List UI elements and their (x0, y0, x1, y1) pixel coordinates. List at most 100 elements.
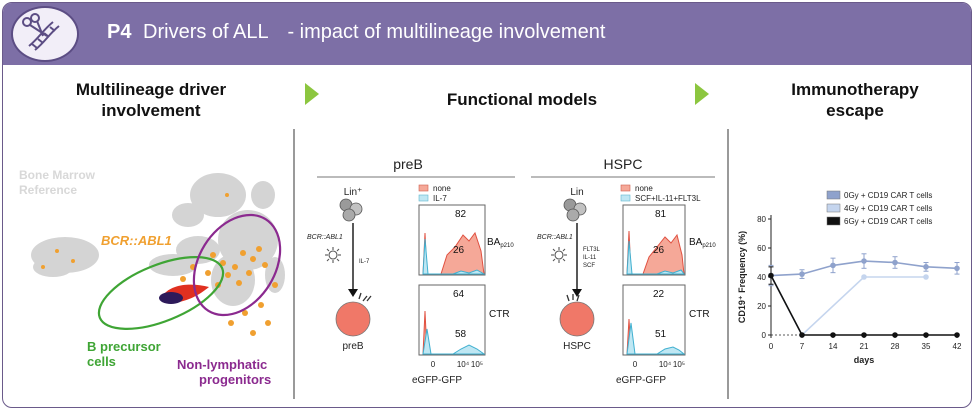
title-line: involvement (101, 101, 201, 120)
nonlymphatic-label: Non-lymphatic (177, 357, 267, 372)
data-point (892, 332, 898, 338)
bprecursor-label: cells (87, 354, 116, 369)
preb-cell-icon (335, 301, 371, 337)
percent-value: 58 (455, 329, 467, 340)
hspc-model: HSPC Lin BCR::ABL1 FLT3L IL-11 SCF HSPC (531, 156, 716, 386)
data-point (954, 332, 960, 338)
cell-label: Lin (570, 187, 583, 198)
tick-label: 0 (431, 360, 436, 369)
data-point (830, 332, 836, 338)
cell-icon (566, 208, 580, 222)
data-point (861, 258, 867, 264)
data-point (830, 262, 836, 269)
percent-value: 81 (655, 209, 667, 220)
chart-series (768, 253, 960, 338)
legend-label: 4Gy + CD19 CAR T cells (844, 204, 932, 213)
arrow-right-icon (305, 83, 319, 105)
arrow-right-icon (695, 83, 709, 105)
condition-label: BAp210 (487, 237, 514, 249)
legend-none: none (433, 184, 451, 193)
panel-subtitle: - impact of multilineage involvement (287, 21, 606, 43)
data-point (923, 332, 929, 338)
tick-label: 10⁵ (471, 360, 483, 369)
cell-label: HSPC (563, 341, 591, 352)
data-point (799, 271, 805, 277)
cell-icon (342, 208, 356, 222)
legend-cytokine: IL-7 (433, 194, 447, 203)
title-line: escape (826, 101, 884, 120)
tick-label: 10⁴ (457, 360, 470, 369)
virus-icon (325, 247, 341, 263)
title-line: Multilineage driver (75, 80, 227, 99)
tick-label: 10⁵ (673, 360, 685, 369)
series-line (770, 275, 957, 336)
divider (727, 129, 729, 399)
y-tick-label: 20 (757, 302, 766, 311)
preb-model: preB Lin⁺ BCR::ABL1 IL-7 preB none (307, 156, 515, 386)
data-point (923, 274, 929, 280)
panel-code: P4 (107, 21, 132, 43)
percent-value: 22 (653, 289, 665, 300)
x-tick-label: 35 (922, 342, 931, 351)
receptor-icon (566, 294, 580, 302)
legend-none: none (635, 184, 653, 193)
construct-label: BCR::ABL1 (537, 234, 573, 241)
histogram-ctr (418, 284, 486, 356)
x-axis-label: days (854, 355, 875, 365)
bprecursor-label: B precursor (87, 339, 161, 354)
series-line (770, 275, 926, 337)
axis-label: eGFP-GFP (412, 375, 462, 386)
percent-value: 26 (653, 245, 665, 256)
header-title: P4 Drivers of ALL - impact of multilinea… (107, 21, 605, 44)
header-bar: P4 Drivers of ALL - impact of multilinea… (3, 3, 971, 65)
data-point (799, 332, 805, 338)
hspc-cell-icon (559, 301, 595, 337)
section-title-functional: Functional models (446, 90, 598, 109)
cytokine-label: FLT3L (583, 247, 601, 253)
y-tick-label: 80 (757, 215, 766, 224)
divider (293, 129, 295, 399)
functional-models: preB Lin⁺ BCR::ABL1 IL-7 preB none (307, 156, 716, 386)
condition-label: CTR (689, 309, 710, 320)
percent-value: 82 (455, 209, 467, 220)
y-axis-label: CD19⁺ Frequency (%) (737, 231, 747, 323)
panel-title: Drivers of ALL (143, 21, 268, 43)
legend-label: 0Gy + CD19 CAR T cells (844, 191, 932, 200)
data-point (861, 274, 867, 280)
percent-value: 26 (453, 245, 465, 256)
y-tick-label: 0 (762, 331, 767, 340)
cell-label: preB (342, 341, 363, 352)
x-tick-label: 14 (829, 342, 838, 351)
chart-legend: 0Gy + CD19 CAR T cells 4Gy + CD19 CAR T c… (826, 190, 932, 226)
fusion-label: BCR::ABL1 (101, 233, 172, 248)
legend-cytokine: SCF+IL-11+FLT3L (635, 194, 701, 203)
section-title-multilineage: Multilineage driver involvement (41, 79, 261, 121)
x-tick-label: 21 (860, 342, 869, 351)
legend-swatch (826, 216, 841, 226)
title-line: Immunotherapy (791, 80, 919, 99)
percent-value: 64 (453, 289, 465, 300)
data-point (768, 272, 774, 279)
bprecursor-cluster (159, 284, 209, 304)
x-tick-label: 42 (953, 342, 962, 351)
condition-label: BAp210 (689, 237, 716, 249)
tick-label: 10⁴ (659, 360, 672, 369)
legend-label: 6Gy + CD19 CAR T cells (844, 217, 932, 226)
virus-icon (551, 247, 567, 263)
y-tick-label: 40 (757, 273, 766, 282)
x-tick-label: 7 (800, 342, 805, 351)
nonlymphatic-ellipse (192, 213, 282, 317)
data-point (861, 332, 867, 338)
section-title-immunotherapy: Immunotherapy escape (765, 79, 945, 121)
x-tick-label: 0 (769, 342, 774, 351)
data-point (954, 265, 960, 272)
nonlymphatic-label: progenitors (199, 372, 271, 387)
bm-reference-label: Reference (19, 183, 77, 197)
y-tick-label: 60 (757, 244, 766, 253)
data-point (892, 259, 898, 266)
dna-scissors-icon (11, 6, 79, 62)
preb-heading: preB (393, 156, 423, 172)
tick-label: 0 (633, 360, 638, 369)
